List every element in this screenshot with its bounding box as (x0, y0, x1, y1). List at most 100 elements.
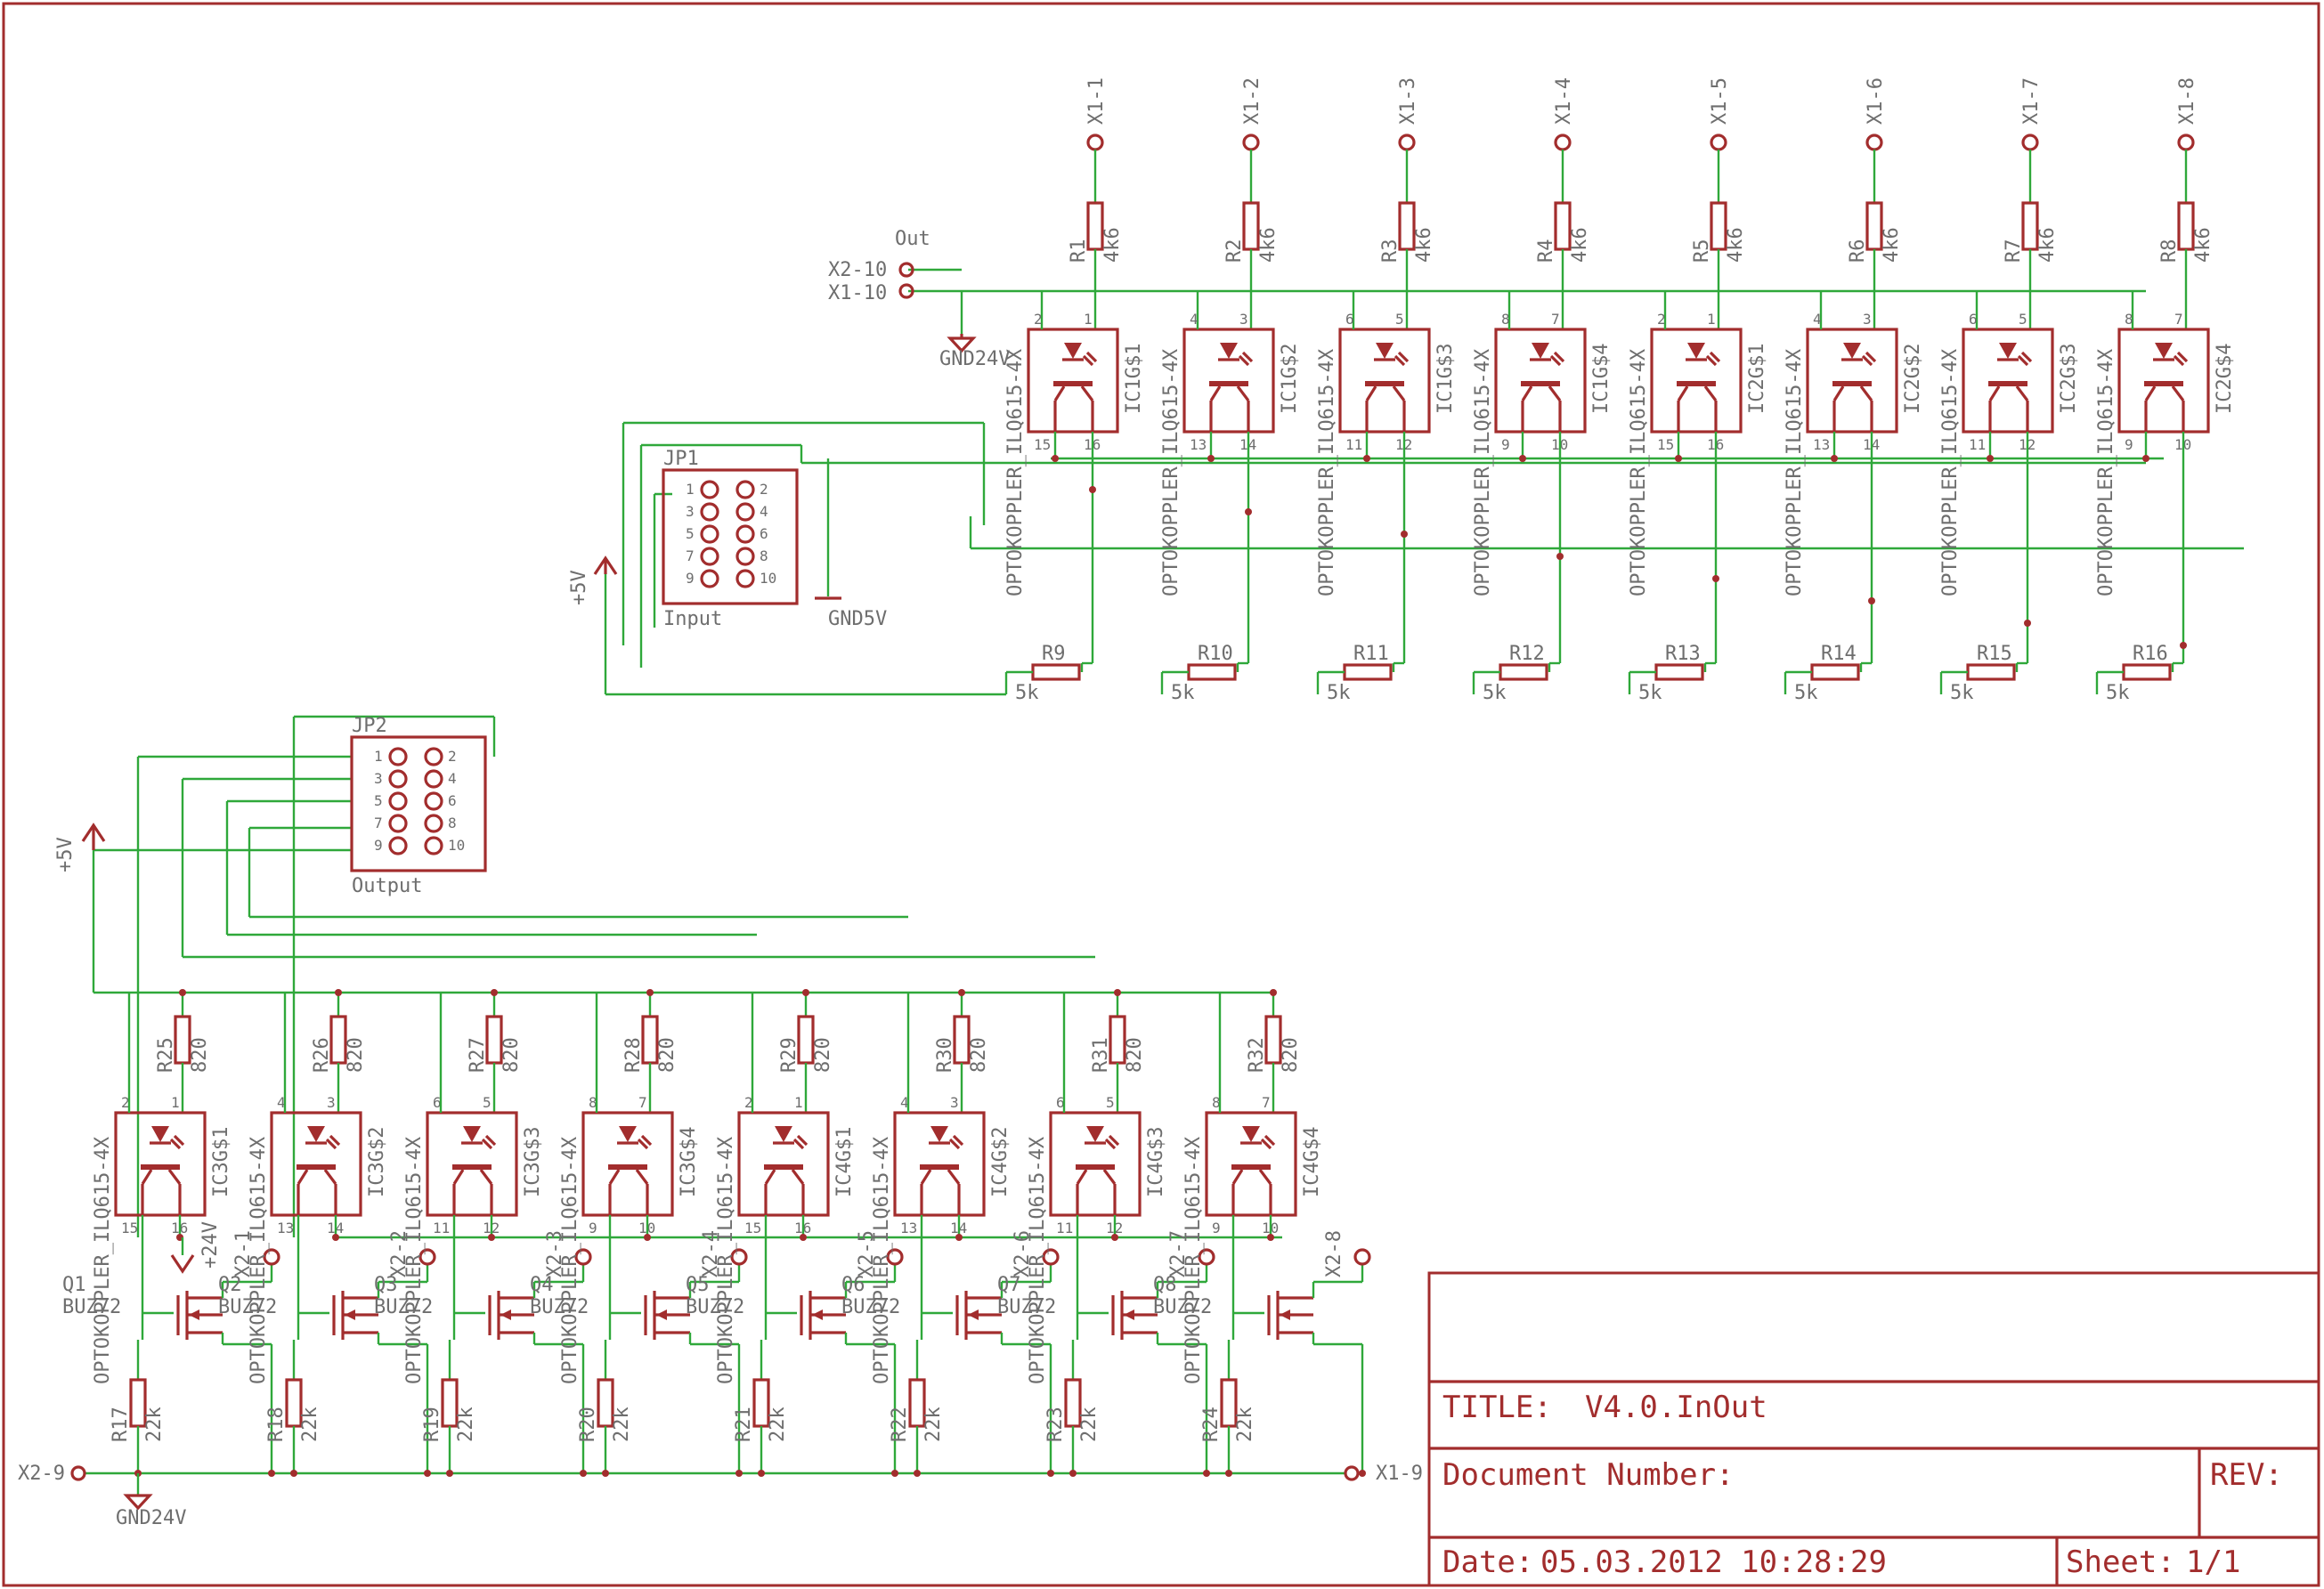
phototransistor-base (764, 1164, 803, 1170)
phototransistor-collector (1076, 1169, 1088, 1185)
part-label: OPTOKOPPLER_ILQ615-4X (1628, 348, 1650, 596)
phototransistor-base (1053, 381, 1093, 386)
gate-resistor-value: 22k (1078, 1407, 1101, 1442)
pin-number: 13 (277, 1220, 294, 1236)
date-value: 05.03.2012 10:28:29 (1540, 1544, 1887, 1580)
phototransistor-emitter (1548, 385, 1562, 401)
phototransistor-collector (2144, 385, 2157, 401)
plus5v-top-symbol (593, 555, 618, 575)
header-pin-number: 10 (448, 837, 465, 854)
header-pin-number: 4 (448, 770, 457, 787)
resistor-body (1554, 201, 1572, 251)
light-arrow (481, 1138, 493, 1150)
light-arrow (1553, 351, 1565, 363)
pin-number: 9 (1501, 436, 1510, 453)
header-pin-number: 6 (760, 525, 768, 542)
resistor-ref: R6 (1847, 239, 1869, 263)
pin-number: 2 (121, 1094, 130, 1111)
light-arrow (1861, 354, 1873, 367)
net-label-gnd24v-bottom: GND24V (116, 1507, 186, 1529)
pulldown-resistor-body (1810, 663, 1860, 681)
x2-terminal (1353, 1248, 1371, 1266)
pulldown-value: 5k (1483, 682, 1507, 704)
resistor-body (2021, 201, 2039, 251)
x1-label: X1-8 (2176, 77, 2198, 125)
optocoupler-body (737, 1111, 830, 1217)
phototransistor-base (1209, 381, 1248, 386)
resistor-ref: R2 (1223, 239, 1246, 263)
header-pin-number: 6 (448, 792, 457, 809)
pulldown-value: 5k (1015, 682, 1039, 704)
gate-resistor-ref: R24 (1200, 1407, 1223, 1442)
transistor-ref: Q5 (686, 1274, 710, 1296)
optocoupler-body (1962, 328, 2054, 434)
net-label-gnd5v: GND5V (828, 608, 887, 630)
resistor-value: 4k6 (2036, 227, 2059, 263)
light-arrow (1709, 351, 1721, 363)
x2-9-terminal (70, 1465, 86, 1481)
output-label: X2-1 (232, 1230, 255, 1277)
transistor-ref: Q8 (1153, 1274, 1177, 1296)
phototransistor-collector (1521, 385, 1533, 401)
header-pin (424, 836, 443, 855)
light-arrow (1705, 354, 1718, 367)
net-label-x2-9: X2-9 (18, 1463, 65, 1485)
jp2-value: Output (352, 875, 422, 897)
pulldown-resistor-body (1031, 663, 1081, 681)
header-pin (700, 569, 719, 588)
gate-label: IC4G$3 (1145, 1127, 1167, 1197)
phototransistor-collector (452, 1169, 465, 1185)
header-pin-number: 9 (374, 837, 383, 854)
led-triangle (2155, 343, 2173, 359)
led-triangle (619, 1126, 637, 1142)
phototransistor-collector (1053, 385, 1066, 401)
phototransistor-collector (608, 1169, 621, 1185)
optocoupler-body (1182, 328, 1275, 434)
plus5v-bottom-symbol (81, 823, 106, 850)
part-label: OPTOKOPPLER_ILQ615-4X (1004, 348, 1027, 596)
pulldown-ref: R14 (1821, 643, 1857, 665)
phototransistor-collector (920, 1169, 932, 1185)
gate-resistor-value: 22k (299, 1407, 321, 1442)
pin-number: 7 (2174, 311, 2183, 328)
led-triangle (1999, 343, 2017, 359)
phototransistor-collector (1988, 385, 2001, 401)
x1-terminal (1865, 134, 1883, 151)
x1-9-terminal (1344, 1465, 1360, 1481)
header-pin-number: 5 (374, 792, 383, 809)
gate-label: IC3G$4 (678, 1127, 700, 1197)
resistor-ref: R27 (467, 1037, 489, 1073)
pin-number: 8 (589, 1094, 597, 1111)
part-label: OPTOKOPPLER_ILQ615-4X (1027, 1136, 1049, 1384)
light-arrow (1238, 354, 1250, 367)
header-pin (388, 814, 408, 833)
light-arrow (1104, 1138, 1117, 1150)
led-triangle (151, 1126, 169, 1142)
phototransistor-emitter (1258, 1169, 1272, 1185)
phototransistor-base (1231, 1164, 1271, 1170)
header-pin-number: 7 (374, 815, 383, 831)
header-pin-number: 1 (374, 748, 383, 765)
gate-label: IC1G$2 (1279, 344, 1301, 414)
pin-number: 5 (1106, 1094, 1115, 1111)
optocoupler-body (1205, 1111, 1297, 1217)
pin-number: 7 (1262, 1094, 1271, 1111)
header-pin (388, 836, 408, 855)
resistor-body (1086, 201, 1104, 251)
header-pin-number: 7 (686, 547, 695, 564)
resistor-ref: R3 (1379, 239, 1402, 263)
x1-terminal (1242, 134, 1260, 151)
part-label: OPTOKOPPLER_ILQ615-4X (1182, 1136, 1205, 1384)
x2-terminal (418, 1248, 436, 1266)
resistor-body (1398, 201, 1416, 251)
pin-number: 6 (1345, 311, 1354, 328)
jp1-name: JP1 (663, 448, 699, 470)
